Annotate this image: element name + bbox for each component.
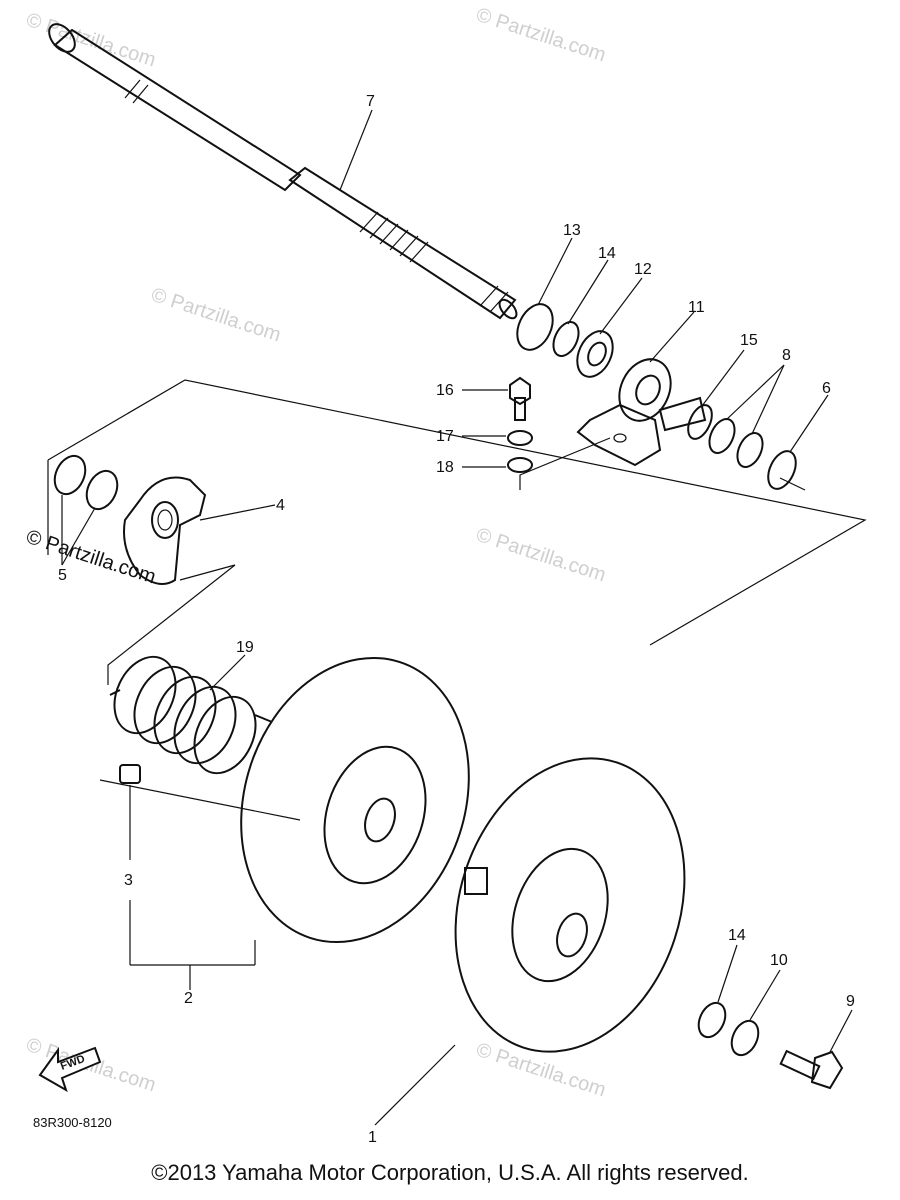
callout-9: 9 — [846, 993, 855, 1010]
callout-10: 10 — [770, 952, 788, 969]
cam — [123, 476, 207, 585]
callout-2: 2 — [184, 990, 193, 1007]
watermark: © Partzilla.com — [23, 9, 158, 72]
ring — [708, 418, 736, 454]
diagram-code: 83R300-8120 — [33, 1115, 112, 1130]
watermark: © Partzilla.com — [148, 284, 283, 347]
callout-12: 12 — [634, 261, 652, 278]
callouts: 1 2 3 4 5 6 7 8 9 10 11 12 13 14 14 15 1… — [58, 93, 855, 1146]
bearing — [576, 330, 614, 378]
watermark: © Partzilla.com — [473, 4, 608, 67]
watermark: © Partzilla.com — [473, 524, 608, 587]
callout-8: 8 — [782, 347, 791, 364]
washer — [552, 321, 580, 357]
copyright-notice: ©2013 Yamaha Motor Corporation, U.S.A. A… — [151, 1160, 749, 1185]
shaft — [48, 23, 518, 320]
callout-19: 19 — [236, 639, 254, 656]
callout-11: 11 — [688, 299, 705, 316]
bearing-housing — [576, 358, 707, 467]
washer — [730, 1019, 760, 1057]
ring — [53, 454, 87, 496]
watermark: © Partzilla.com — [23, 526, 158, 589]
callout-15: 15 — [740, 332, 758, 349]
callout-7: 7 — [366, 93, 375, 110]
circlip — [767, 450, 797, 490]
washer — [697, 1001, 727, 1039]
callout-16: 16 — [436, 382, 454, 399]
callout-1: 1 — [368, 1129, 377, 1146]
slider — [119, 764, 141, 860]
fixed-sheave — [240, 656, 470, 944]
callout-17: 17 — [436, 428, 454, 445]
ring — [85, 469, 119, 511]
callout-5: 5 — [58, 567, 67, 584]
bolt-assembly — [507, 376, 533, 473]
callout-6: 6 — [822, 380, 831, 397]
callout-4: 4 — [276, 497, 285, 514]
callout-18: 18 — [436, 459, 454, 476]
ring — [736, 432, 764, 468]
movable-sheave — [454, 757, 686, 1053]
watermark: © Partzilla.com — [473, 1039, 608, 1102]
callout-14: 14 — [728, 927, 746, 944]
assembly-frame — [47, 379, 867, 821]
callout-13: 13 — [563, 222, 581, 239]
circlip — [516, 303, 554, 351]
spring — [109, 655, 273, 775]
bolt — [779, 1049, 844, 1090]
watermarks: © Partzilla.com © Partzilla.com © Partzi… — [23, 4, 608, 1102]
leader-lines — [61, 109, 853, 1126]
callout-3: 3 — [124, 872, 133, 889]
ring — [687, 404, 713, 440]
callout-14: 14 — [598, 245, 616, 262]
